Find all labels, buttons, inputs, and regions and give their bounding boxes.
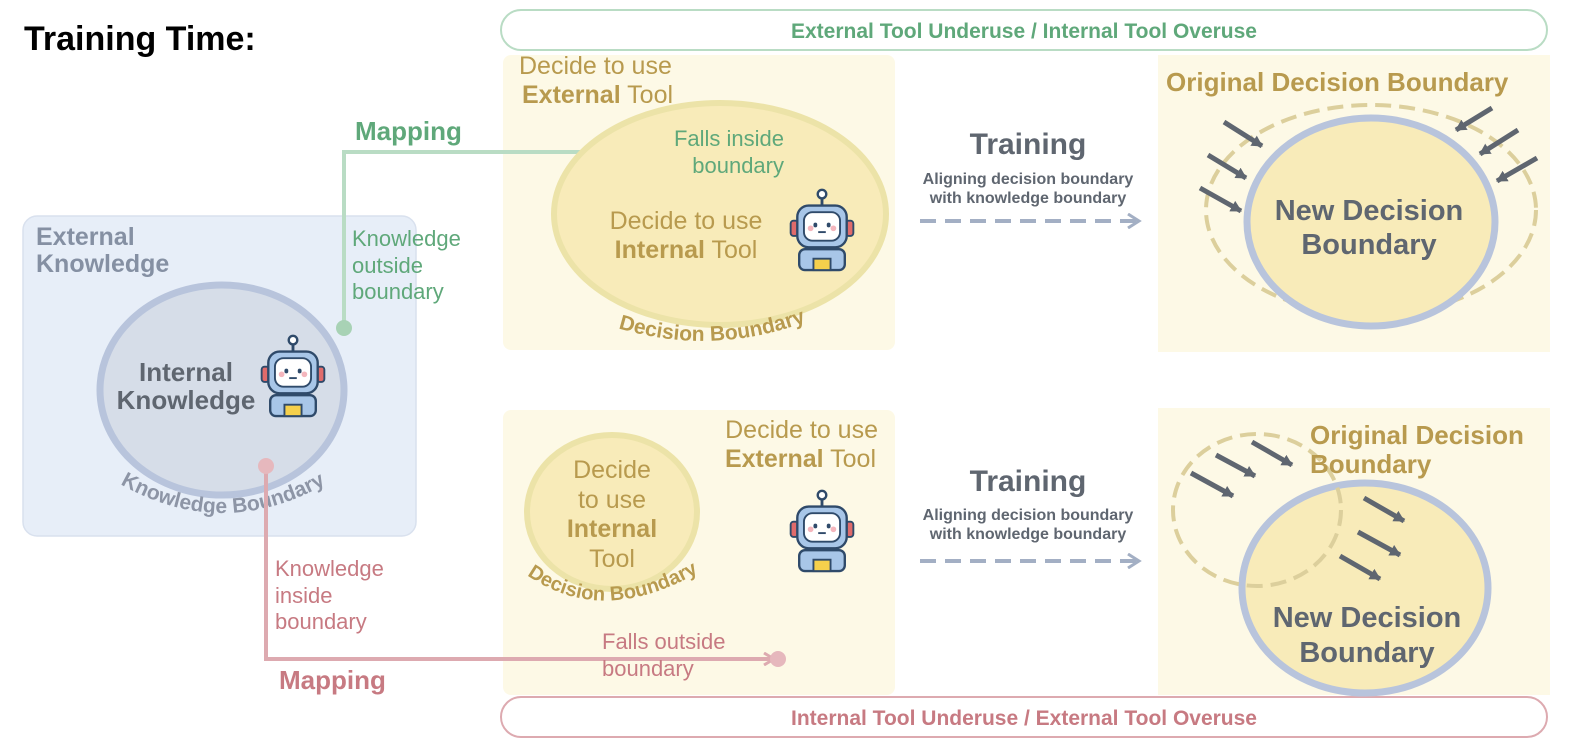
internal-knowledge-label-2: Knowledge <box>117 385 256 415</box>
mapping-top-label: Mapping <box>355 116 462 146</box>
bottom-original-boundary-ellipse <box>1171 432 1343 588</box>
top-falls-inside-2: boundary <box>692 153 784 178</box>
shift-arrow <box>1356 529 1402 558</box>
bottom-inner-label-4: Tool <box>589 545 635 573</box>
shift-arrow <box>1214 452 1257 479</box>
mapping-bottom-arrow <box>264 466 772 659</box>
external-knowledge-title-2: Knowledge <box>36 250 169 278</box>
mapping-top-desc-2: outside <box>352 253 423 278</box>
top-banner <box>500 9 1548 51</box>
top-falls-inside-1: Falls inside <box>674 126 784 151</box>
training-bottom-desc-2: with knowledge boundary <box>929 526 1127 543</box>
top-inner-label-1: Decide to use <box>610 207 763 235</box>
shift-arrow <box>1362 495 1406 524</box>
training-bottom-label: Training <box>970 465 1087 498</box>
shrink-arrow <box>1478 127 1520 157</box>
mapping-bottom-start-dot <box>258 458 274 474</box>
bottom-outer-label-2: External Tool <box>725 445 876 473</box>
bottom-new-boundary-ellipse <box>1238 479 1492 697</box>
bottom-banner <box>500 696 1548 738</box>
top-outer-label-2: External Tool <box>522 81 673 109</box>
top-new-boundary-label-1: New Decision <box>1275 195 1464 227</box>
knowledge-boundary-ellipse <box>96 281 348 499</box>
top-shrink-arrows <box>1198 105 1539 214</box>
bottom-falls-outside-2: boundary <box>602 656 694 681</box>
mapping-bottom-label: Mapping <box>279 665 386 695</box>
bottom-inner-label-3: Internal <box>567 515 657 543</box>
bottom-shift-arrows <box>1189 439 1406 582</box>
mapping-bottom-desc-2: inside <box>275 583 332 608</box>
top-new-boundary-label-2: Boundary <box>1301 229 1436 261</box>
bottom-inner-label-1: Decide <box>573 456 651 484</box>
shift-arrow <box>1189 470 1235 499</box>
training-top-label: Training <box>970 128 1087 161</box>
internal-knowledge-label-1: Internal <box>139 357 233 387</box>
bottom-decision-boundary-ellipse <box>524 432 700 592</box>
bottom-inner-label-2: to use <box>578 486 646 514</box>
top-banner-label: External Tool Underuse / Internal Tool O… <box>791 20 1257 43</box>
training-top-desc-2: with knowledge boundary <box>929 190 1127 207</box>
bottom-original-boundary-label-2: Boundary <box>1310 449 1432 479</box>
mapping-bottom-desc-1: Knowledge <box>275 556 384 581</box>
shrink-arrow <box>1222 119 1264 149</box>
mapping-top-desc-3: boundary <box>352 279 444 304</box>
mapping-bottom-end-dot <box>770 651 786 667</box>
shrink-arrow <box>1495 155 1539 184</box>
top-original-boundary-label: Original Decision Boundary <box>1166 67 1509 97</box>
page-title: Training Time: <box>24 20 256 58</box>
bottom-outer-label-1: Decide to use <box>725 416 878 444</box>
mapping-top-start-dot <box>336 320 352 336</box>
top-inner-label-2: Internal Tool <box>615 236 758 264</box>
shift-arrow <box>1250 439 1294 468</box>
training-bottom-desc-1: Aligning decision boundary <box>923 507 1134 524</box>
bottom-new-boundary-label-2: Boundary <box>1299 637 1434 669</box>
training-top-desc-1: Aligning decision boundary <box>923 171 1134 188</box>
shrink-arrow <box>1206 152 1248 181</box>
mapping-top-desc-1: Knowledge <box>352 226 461 251</box>
top-new-boundary-ellipse <box>1243 114 1499 330</box>
bottom-falls-outside-1: Falls outside <box>602 629 726 654</box>
top-original-boundary-ellipse <box>1204 103 1538 317</box>
top-outer-label-1: Decide to use <box>519 52 672 80</box>
bottom-banner-label: Internal Tool Underuse / External Tool O… <box>791 707 1257 730</box>
shift-arrow <box>1338 553 1382 582</box>
shrink-arrow <box>1198 185 1243 214</box>
bottom-original-boundary-label-1: Original Decision <box>1310 420 1524 450</box>
external-knowledge-title-1: External <box>36 223 135 251</box>
mapping-bottom-desc-3: boundary <box>275 609 367 634</box>
shrink-arrow <box>1454 105 1494 133</box>
bottom-new-boundary-label-1: New Decision <box>1273 602 1462 634</box>
